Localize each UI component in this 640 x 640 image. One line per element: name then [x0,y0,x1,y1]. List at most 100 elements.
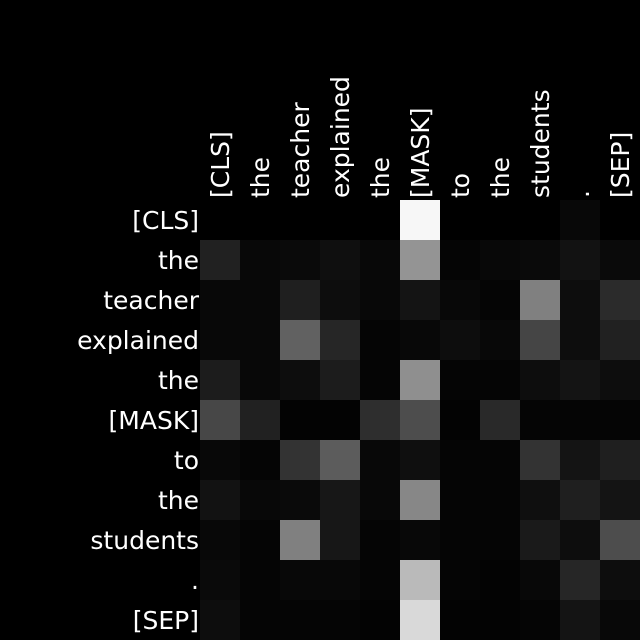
heatmap-cell [280,360,320,400]
heatmap-cell [360,560,400,600]
y-tick-label: [SEP] [133,606,199,635]
heatmap-cell [240,560,280,600]
heatmap-cell [520,200,560,240]
heatmap-cell [600,280,640,320]
heatmap-cell [320,400,360,440]
heatmap-cell [520,360,560,400]
x-tick-label: [MASK] [406,108,435,198]
heatmap-cell [440,240,480,280]
heatmap-cell [400,280,440,320]
heatmap-cell [360,600,400,640]
heatmap-cell [320,200,360,240]
heatmap-cell [600,480,640,520]
x-tick-label: the [246,157,275,198]
heatmap-cell [400,600,440,640]
heatmap-cell [200,320,240,360]
heatmap-cell [560,400,600,440]
heatmap-cell [360,520,400,560]
x-tick-label: students [526,89,555,198]
heatmap-cell [400,480,440,520]
heatmap-cell [600,560,640,600]
heatmap-cell [240,600,280,640]
heatmap-cell [560,440,600,480]
heatmap-cell [360,400,400,440]
heatmap-cell [360,440,400,480]
heatmap-cell [600,440,640,480]
heatmap-cell [600,600,640,640]
heatmap-cell [560,240,600,280]
heatmap-cell [520,520,560,560]
heatmap-cell [440,360,480,400]
heatmap-cell [240,280,280,320]
heatmap-cell [520,600,560,640]
heatmap-cell [520,400,560,440]
heatmap-cell [360,480,400,520]
heatmap-cell [400,560,440,600]
heatmap-cell [400,240,440,280]
y-tick-label: explained [77,326,199,355]
heatmap-cell [400,440,440,480]
heatmap-cell [280,600,320,640]
heatmap-cell [360,200,400,240]
heatmap-cell [280,520,320,560]
heatmap-cell [440,560,480,600]
heatmap-cell [560,360,600,400]
heatmap-cell [480,600,520,640]
heatmap-cell [400,520,440,560]
heatmap-cell [240,360,280,400]
heatmap-cell [240,240,280,280]
heatmap-cell [560,480,600,520]
x-tick-label: . [566,190,595,198]
heatmap-cell [320,360,360,400]
heatmap-cell [200,600,240,640]
heatmap-cell [240,520,280,560]
heatmap-cell [480,360,520,400]
heatmap-cell [200,560,240,600]
heatmap-cell [320,280,360,320]
y-tick-label: the [158,246,199,275]
heatmap-cell [200,520,240,560]
y-tick-label: [CLS] [132,206,199,235]
heatmap-cell [480,560,520,600]
heatmap-cell [280,280,320,320]
heatmap-cell [520,280,560,320]
heatmap-cell [480,480,520,520]
heatmap-cell [600,400,640,440]
heatmap-cell [600,200,640,240]
heatmap-cell [440,400,480,440]
x-tick-label: explained [326,76,355,198]
y-tick-label: teacher [103,286,199,315]
heatmap-cell [240,400,280,440]
heatmap-cell [480,200,520,240]
heatmap-cell [320,560,360,600]
heatmap-cell [440,280,480,320]
heatmap-cell [480,320,520,360]
x-tick-label: teacher [286,102,315,198]
heatmap-cell [560,280,600,320]
heatmap-cell [320,520,360,560]
heatmap-cell [480,440,520,480]
heatmap-cell [200,240,240,280]
heatmap-cell [600,520,640,560]
heatmap-cell [440,440,480,480]
heatmap-cell [560,560,600,600]
heatmap-cell [280,320,320,360]
y-tick-label: to [174,446,199,475]
heatmap-cell [440,600,480,640]
heatmap-cell [360,360,400,400]
heatmap-cell [520,320,560,360]
heatmap-cell [440,520,480,560]
heatmap-cell [240,440,280,480]
heatmap-cell [200,360,240,400]
heatmap-cell [440,480,480,520]
heatmap-cell [560,520,600,560]
heatmap-cell [280,240,320,280]
heatmap-cell [480,400,520,440]
heatmap-cell [560,600,600,640]
heatmap-cell [320,240,360,280]
heatmap-cell [320,440,360,480]
heatmap-cell [520,560,560,600]
heatmap-cell [280,560,320,600]
heatmap-cell [600,320,640,360]
